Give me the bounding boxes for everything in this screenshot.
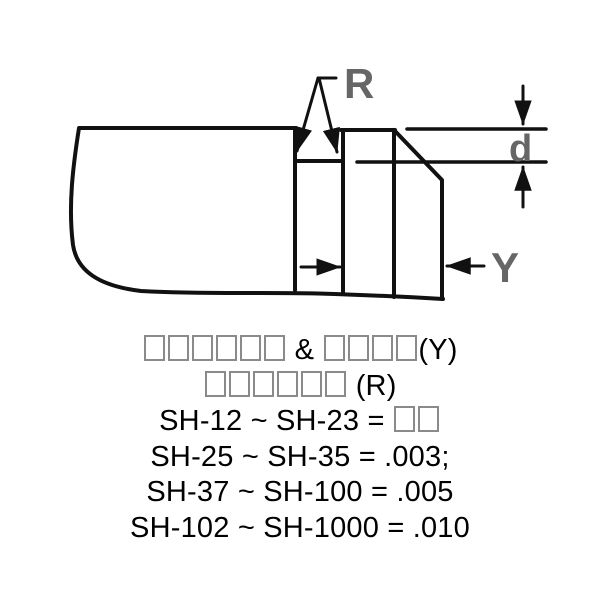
radius-label: R (344, 60, 374, 107)
missing-glyph-box: □ (191, 335, 213, 361)
missing-glyph-box: □ (324, 370, 346, 397)
caption-line: SH-37 ~ SH-100 = .005 (146, 476, 454, 509)
missing-glyph-box: □ (143, 335, 165, 361)
missing-glyph-box: □ (300, 370, 322, 397)
caption-line: □□□□□□ & □□□□(Y) (0, 333, 600, 369)
missing-glyph-box: □ (263, 335, 285, 361)
caption-line: SH-12 ~ SH-23 = □□ (0, 404, 600, 440)
radius-leader-left-arrow (295, 76, 320, 153)
missing-glyph-box: □ (228, 370, 250, 397)
caption-line: □□□□□□ (R) (0, 369, 600, 405)
missing-glyph-box: □ (239, 335, 261, 361)
missing-glyph-box: □ (323, 335, 345, 361)
caption-block: □□□□□□ & □□□□(Y) □□□□□□ (R) SH-12 ~ SH-2… (0, 333, 600, 547)
missing-glyph-box: □ (215, 335, 237, 361)
width-label: Y (491, 244, 519, 291)
radius-leader-right-arrow (317, 76, 340, 154)
missing-glyph-box: □ (394, 406, 416, 433)
missing-glyph-box: □ (252, 370, 274, 397)
tool-relief-diagram: R d Y (68, 60, 548, 301)
missing-glyph-box: □ (347, 335, 369, 361)
chamfer-and-right-edge (392, 128, 444, 301)
part-outline-group (68, 126, 548, 301)
missing-glyph-box: □ (371, 335, 393, 361)
shaft-body-outline (68, 126, 445, 301)
dimension-arrows-group (295, 76, 532, 276)
caption-line: SH-102 ~ SH-1000 = .010 (130, 511, 470, 544)
caption-line: SH-25 ~ SH-35 = .003; (150, 440, 450, 473)
missing-glyph-box: □ (204, 370, 226, 397)
missing-glyph-box: □ (276, 370, 298, 397)
missing-glyph-box: □ (418, 406, 440, 433)
depth-label: d (509, 128, 532, 170)
missing-glyph-box: □ (395, 335, 417, 361)
missing-glyph-box: □ (167, 335, 189, 361)
